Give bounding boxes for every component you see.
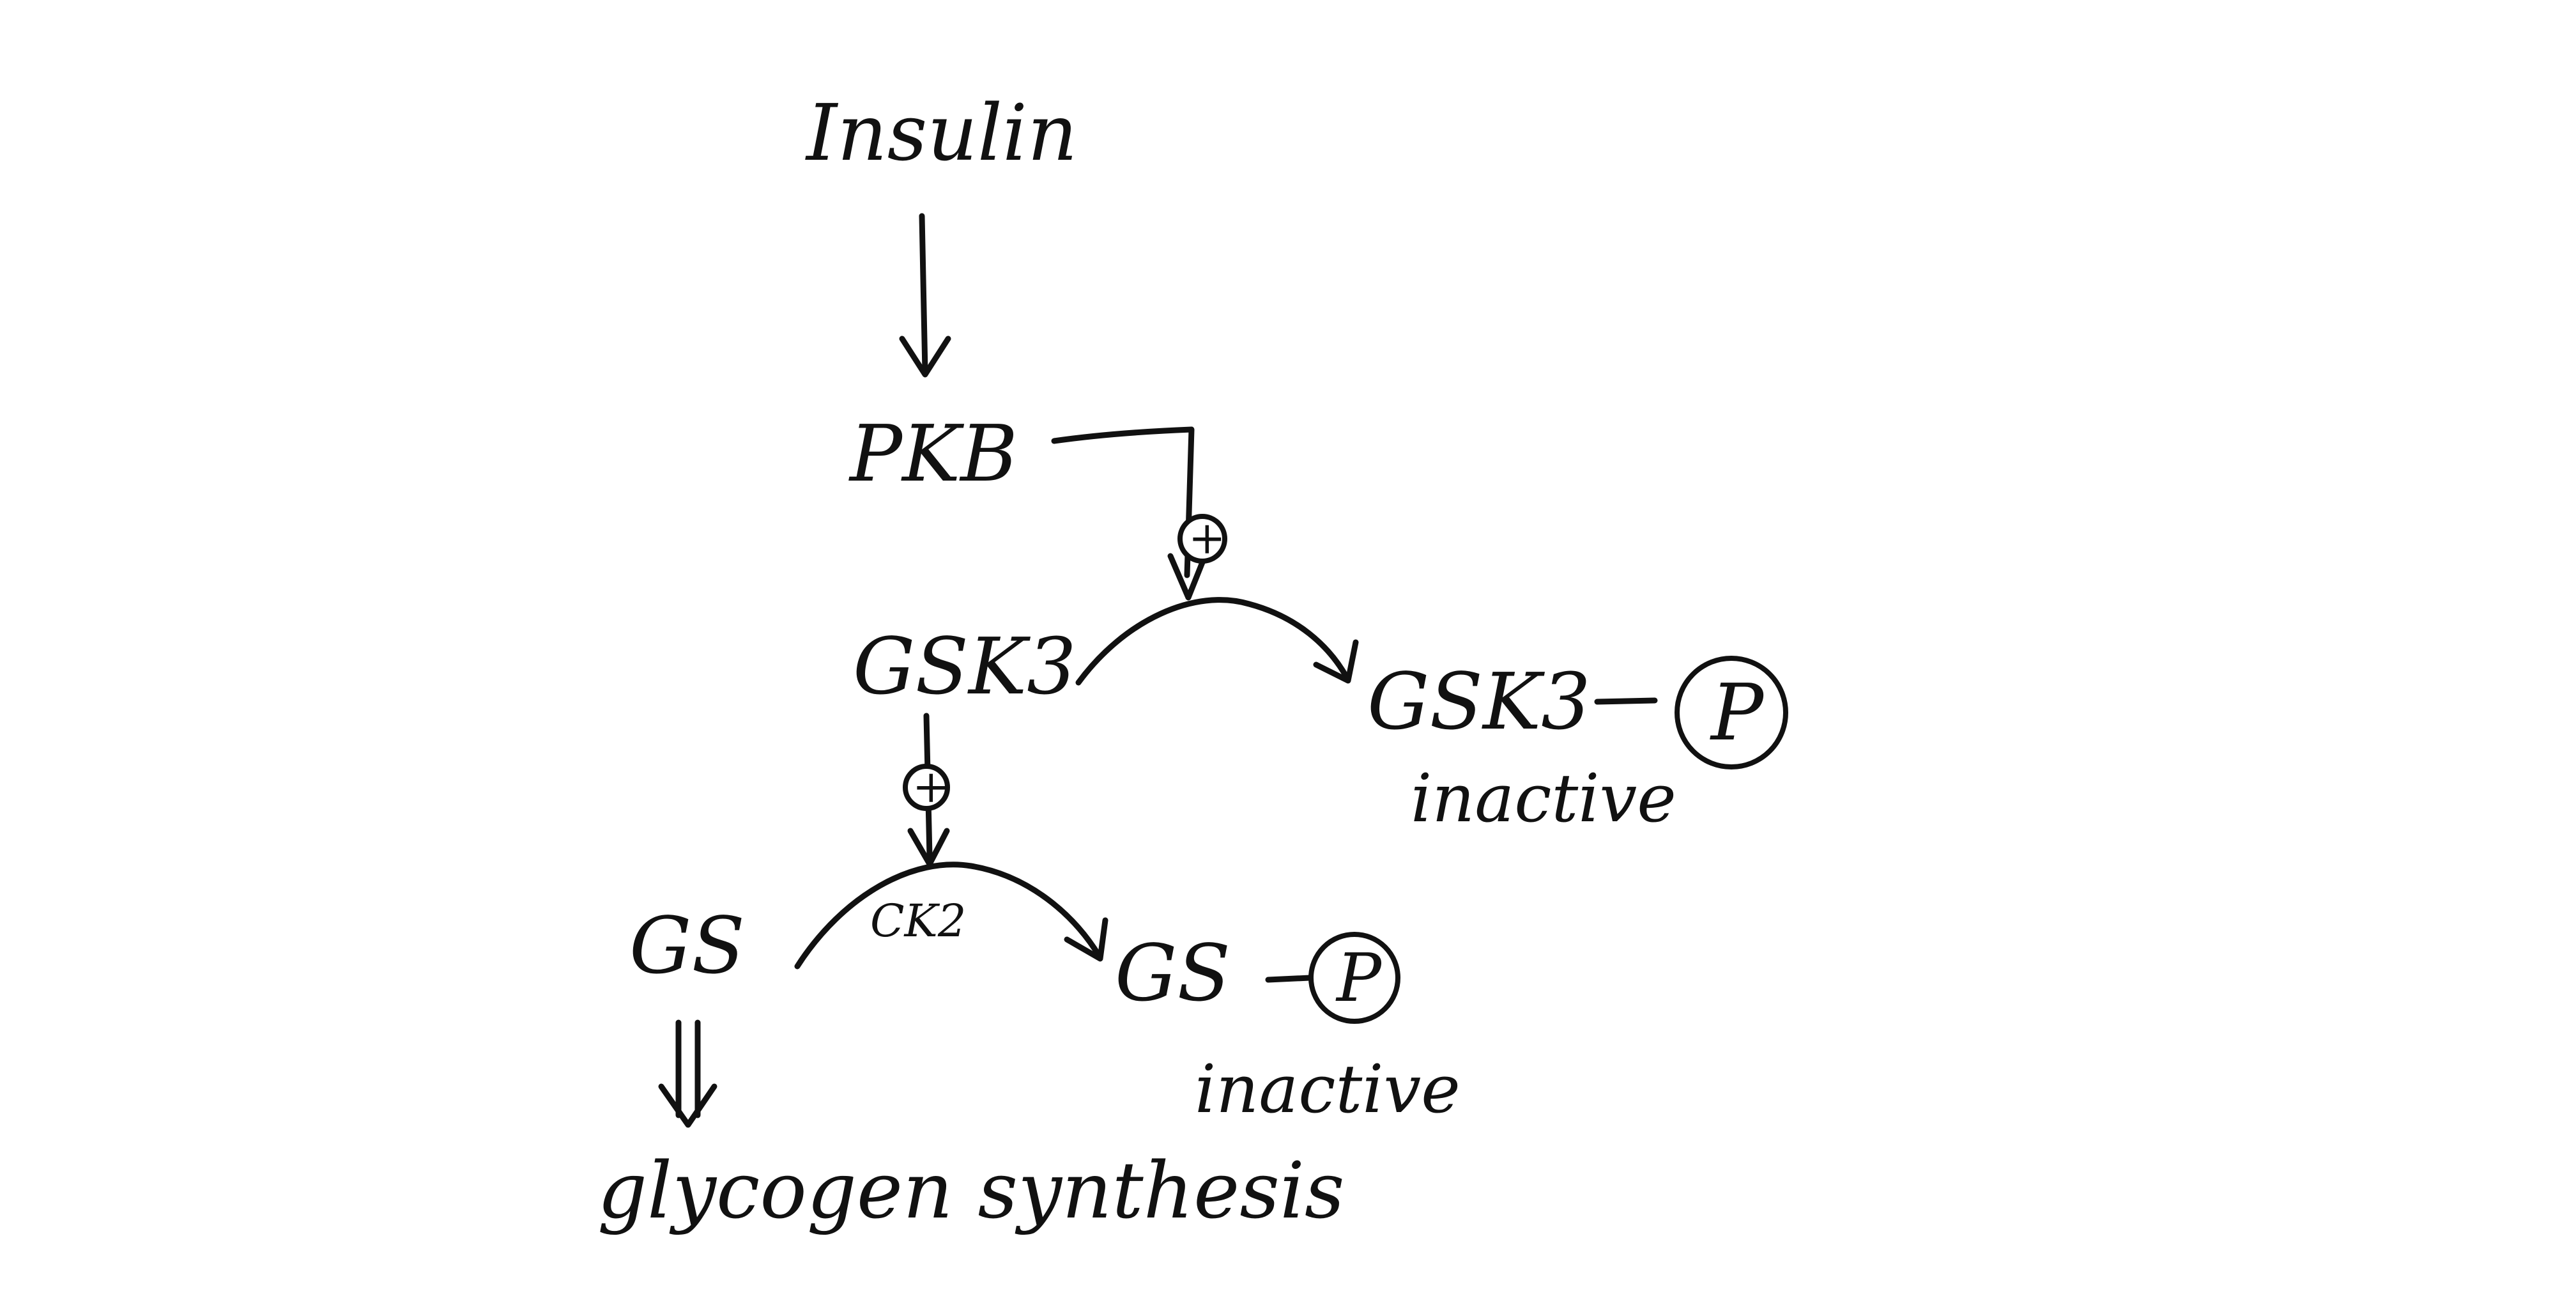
svg-text:P: P [1335,939,1383,1017]
gsk3-phospho-label: GSK3 [1367,656,1591,747]
gs-label: GS [629,900,745,991]
insulin-label: Insulin [805,88,1078,178]
gsk3-phosphate-bond [1594,697,1658,705]
gsk3-phosphorylation-arrow [1075,597,1359,686]
gs-phosphorylation-arrow [794,862,1108,970]
insulin-to-pkb-arrow [899,213,951,378]
gs-to-glycogen-arrow [658,1019,717,1128]
ck2-label: CK2 [870,895,966,947]
gsk3-activation-plus-icon: + [903,761,950,813]
pkb-label: PKB [848,408,1018,499]
gs-phosphate-bond [1265,975,1313,983]
svg-text:+: + [912,761,950,813]
gs-phospho-label: GS [1115,928,1230,1019]
gs-inactive-label: inactive [1195,1050,1460,1128]
gsk3-phosphate-icon: P [1675,656,1788,769]
pkb-activation-plus-icon: + [1177,512,1227,564]
gsk3-label: GSK3 [853,621,1077,712]
svg-text:+: + [1188,512,1226,564]
svg-text:P: P [1710,667,1765,758]
gsk3-inactive-label: inactive [1411,759,1676,837]
glycogen-synthesis-label: glycogen synthesis [597,1145,1345,1236]
gs-phosphate-icon: P [1308,932,1400,1024]
pkb-catalysis-arrow [1051,426,1208,601]
